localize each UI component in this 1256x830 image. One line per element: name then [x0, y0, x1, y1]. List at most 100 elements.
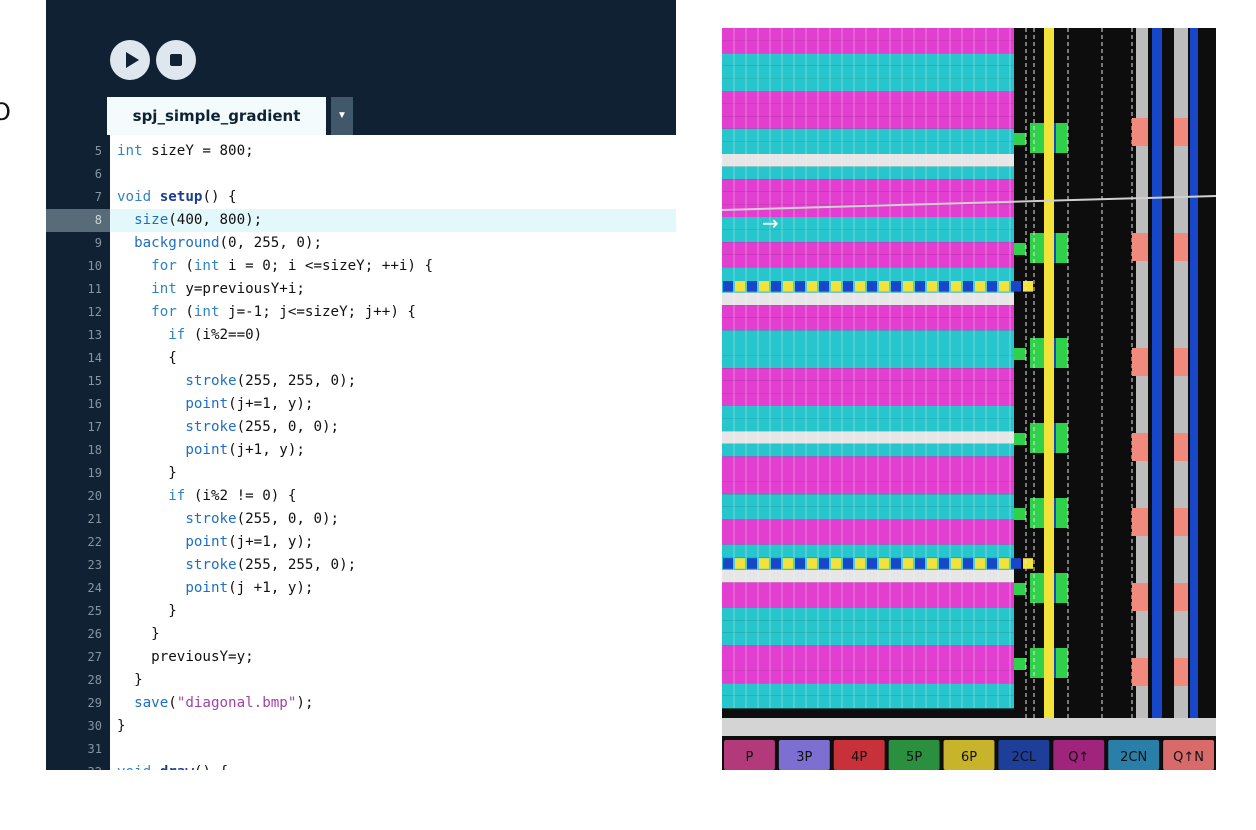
- led-row: [722, 317, 1014, 331]
- code-text: }: [117, 626, 160, 642]
- led-cell: [927, 281, 937, 292]
- led-cell: [1014, 583, 1026, 595]
- led-cell: [987, 558, 997, 569]
- line-number: 11: [87, 282, 102, 296]
- code-line[interactable]: 18 point(j+1, y);: [46, 439, 676, 462]
- line-number: 23: [87, 558, 102, 572]
- led-cell: [951, 558, 961, 569]
- led-cell: [1132, 118, 1148, 146]
- code-line[interactable]: 30}: [46, 715, 676, 738]
- led-row: [722, 494, 1014, 507]
- code-line[interactable]: 9 background(0, 255, 0);: [46, 232, 676, 255]
- led-row: [722, 267, 1014, 280]
- led-cell: [1030, 233, 1044, 263]
- cursor-arrow-icon: →: [762, 211, 779, 235]
- led-cell: [1174, 348, 1188, 376]
- code-text: {: [117, 350, 177, 366]
- led-cell: [1056, 423, 1068, 453]
- led-cell: [903, 281, 913, 292]
- code-text: }: [117, 603, 177, 619]
- tab-sketch[interactable]: spj_simple_gradient: [107, 97, 326, 135]
- led-row: [722, 595, 1014, 608]
- led-cell: [1023, 281, 1033, 292]
- bottom-control-button: [724, 740, 775, 770]
- line-number: 12: [87, 305, 102, 319]
- code-line[interactable]: 29 save("diagonal.bmp");: [46, 692, 676, 715]
- led-row: [722, 330, 1014, 343]
- led-cell: [939, 281, 949, 292]
- led-row: [722, 242, 1014, 255]
- code-line[interactable]: 22 point(j+=1, y);: [46, 531, 676, 554]
- led-cell: [879, 558, 889, 569]
- line-number: 7: [94, 190, 102, 204]
- code-line[interactable]: 14 {: [46, 347, 676, 370]
- led-cell: [1030, 338, 1044, 368]
- code-line[interactable]: 27 previousY=y;: [46, 646, 676, 669]
- code-line[interactable]: 16 point(j+=1, y);: [46, 393, 676, 416]
- code-line[interactable]: 21 stroke(255, 0, 0);: [46, 508, 676, 531]
- line-number: 31: [87, 742, 102, 756]
- led-row: [722, 670, 1014, 684]
- code-line[interactable]: 6: [46, 163, 676, 186]
- code-line[interactable]: 17 stroke(255, 0, 0);: [46, 416, 676, 439]
- led-row: [722, 154, 1014, 167]
- led-cell: [1174, 583, 1188, 611]
- led-row: [722, 645, 1014, 658]
- code-line[interactable]: 24 point(j +1, y);: [46, 577, 676, 600]
- led-cell: [759, 558, 769, 569]
- led-cell: [1174, 508, 1188, 536]
- left-edge-glyph: O: [0, 98, 11, 126]
- led-cell: [1030, 648, 1044, 678]
- led-cell: [831, 558, 841, 569]
- code-line[interactable]: 12 for (int j=-1; j<=sizeY; j++) {: [46, 301, 676, 324]
- bottom-control-label: Q↑: [1068, 750, 1089, 765]
- led-cell: [999, 558, 1009, 569]
- led-cell: [891, 558, 901, 569]
- led-row: [722, 683, 1014, 696]
- led-row: [722, 254, 1014, 268]
- bottom-control-button: [943, 740, 995, 770]
- bottom-control-label: Q↑N: [1173, 750, 1204, 765]
- bottom-control-label: 4P: [851, 750, 867, 765]
- code-line[interactable]: 15 stroke(255, 255, 0);: [46, 370, 676, 393]
- led-cell: [1014, 133, 1026, 145]
- code-line[interactable]: 19 }: [46, 462, 676, 485]
- code-line[interactable]: 26 }: [46, 623, 676, 646]
- led-cell: [939, 558, 949, 569]
- led-row: [722, 103, 1014, 117]
- led-row: [722, 519, 1014, 532]
- code-line[interactable]: 23 stroke(255, 255, 0);: [46, 554, 676, 577]
- code-line[interactable]: 28 }: [46, 669, 676, 692]
- code-text: if (i%2 != 0) {: [168, 488, 297, 504]
- line-number: 22: [87, 535, 102, 549]
- led-cell: [1056, 338, 1068, 368]
- bottom-control-label: P: [746, 750, 754, 765]
- code-line[interactable]: 8 size(400, 800);: [46, 209, 676, 232]
- code-line[interactable]: 13 if (i%2==0): [46, 324, 676, 347]
- code-line[interactable]: 31: [46, 738, 676, 761]
- code-line[interactable]: 25 }: [46, 600, 676, 623]
- led-row: [722, 406, 1014, 419]
- code-line[interactable]: 10 for (int i = 0; i <=sizeY; ++i) {: [46, 255, 676, 278]
- led-cell: [1174, 233, 1188, 261]
- code-text: point(j +1, y);: [185, 580, 314, 596]
- code-line[interactable]: 32void draw() {: [46, 761, 676, 770]
- led-row: [722, 191, 1014, 205]
- code-text: background(0, 255, 0);: [134, 235, 323, 251]
- led-cell: [1056, 123, 1068, 153]
- pointer-line: [722, 195, 1216, 211]
- code-line[interactable]: 11 int y=previousY+i;: [46, 278, 676, 301]
- code-line[interactable]: 20 if (i%2 != 0) {: [46, 485, 676, 508]
- led-cell: [759, 281, 769, 292]
- led-cell: [987, 281, 997, 292]
- led-cell: [855, 558, 865, 569]
- led-row: [722, 179, 1014, 192]
- stop-icon[interactable]: [156, 40, 196, 80]
- tab-menu-chevron-down-icon[interactable]: ▼: [331, 97, 353, 135]
- play-icon[interactable]: [110, 40, 150, 80]
